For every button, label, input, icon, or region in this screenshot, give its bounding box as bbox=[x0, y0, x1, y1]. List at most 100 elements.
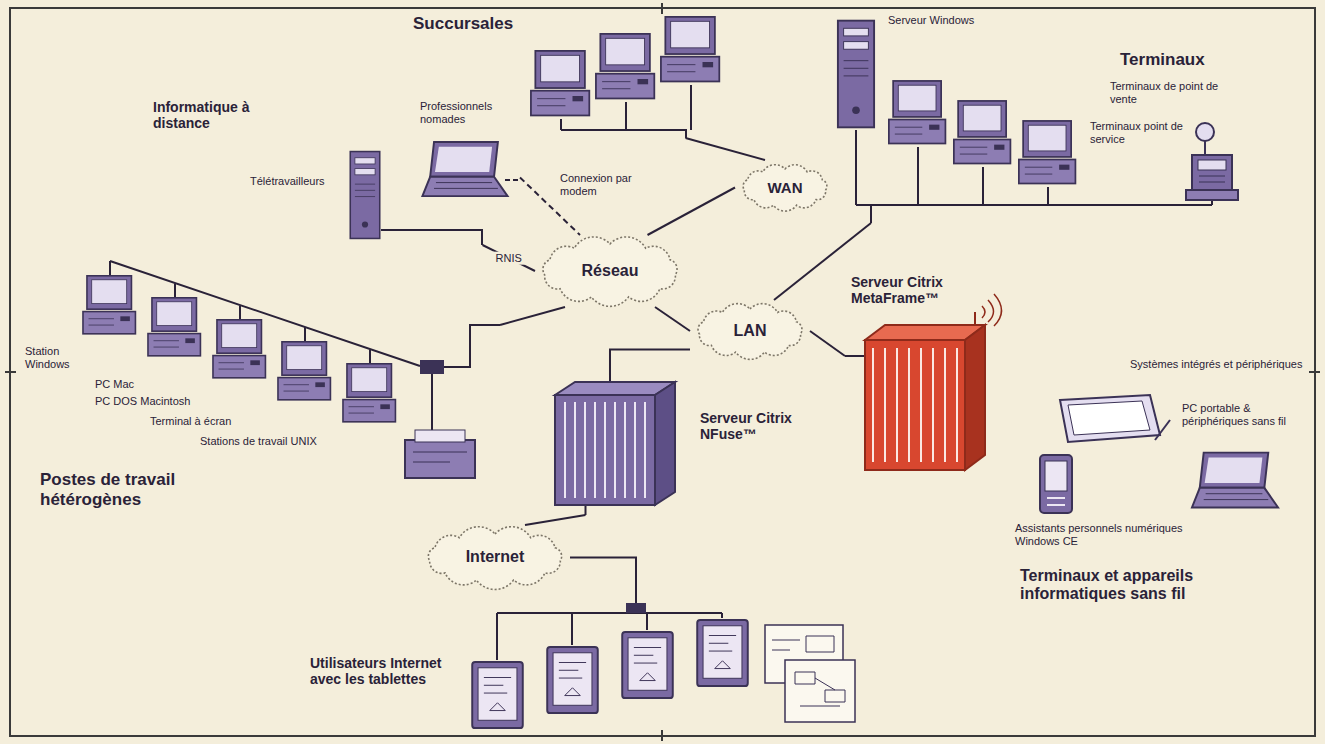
remote-computers-part bbox=[505, 179, 520, 181]
cloud-shape bbox=[698, 304, 802, 360]
internet-tablets-part bbox=[697, 620, 748, 686]
branch-computers-part bbox=[531, 51, 589, 116]
device-label-holder: Systèmes intégrés et périphériques bbox=[1130, 358, 1305, 371]
internet-tablets-part bbox=[497, 600, 722, 660]
group-heading: Postes de travail hétérogènes bbox=[40, 470, 240, 509]
wireless-devices-part bbox=[1047, 498, 1065, 505]
cloud-shape bbox=[543, 237, 677, 306]
workstation-computers-part bbox=[413, 452, 467, 462]
terminal-computers-part bbox=[1204, 141, 1206, 155]
group-heading: Informatique à distance bbox=[153, 99, 303, 131]
network-link bbox=[655, 307, 690, 331]
cloud-label: WAN bbox=[768, 179, 803, 196]
internet-tablets-part bbox=[626, 603, 646, 613]
workstation-computers-part bbox=[405, 440, 475, 478]
network-link bbox=[810, 331, 845, 356]
group-heading: Terminaux bbox=[1120, 50, 1230, 70]
terminal-computers-part bbox=[1019, 121, 1076, 184]
device-label: Assistants personnels numériques Windows… bbox=[1015, 522, 1215, 547]
wireless-devices-part bbox=[1040, 455, 1072, 513]
terminal-computers-part bbox=[1192, 155, 1232, 191]
group-heading: Utilisateurs Internet avec les tablettes bbox=[310, 655, 460, 687]
group-heading: Terminaux et appareils informatiques san… bbox=[1020, 567, 1300, 604]
device-label: PC DOS Macintosh bbox=[95, 395, 205, 408]
internet-tablets bbox=[472, 600, 855, 728]
network-link bbox=[570, 558, 636, 601]
link-label: Connexion par modem bbox=[560, 172, 640, 197]
network-cloud: Réseau bbox=[535, 235, 685, 307]
branch-computers-part bbox=[596, 34, 654, 99]
cloud-label: LAN bbox=[734, 322, 767, 340]
terminal-computers-part bbox=[1199, 176, 1225, 182]
wireless-group: Terminaux et appareils informatiques san… bbox=[1005, 345, 1315, 625]
server-group: Serveur Citrix NFuse™ bbox=[545, 375, 815, 515]
workstation-computers-part bbox=[278, 342, 330, 400]
cloud-label: Réseau bbox=[582, 262, 639, 280]
terminal-computers-part bbox=[838, 21, 874, 128]
metaframe-server-part bbox=[865, 340, 965, 470]
nfuse-server bbox=[555, 375, 675, 515]
device-label-holder: PC portable & périphériques sans fil bbox=[1182, 402, 1307, 427]
device-label: Station Windows bbox=[25, 345, 85, 370]
workstation-computers-part bbox=[110, 261, 500, 440]
device-label: Professionnels nomades bbox=[420, 100, 512, 125]
device-label: PC portable & périphériques sans fil bbox=[1182, 402, 1307, 427]
network-link bbox=[500, 307, 565, 325]
device-label: Serveur Windows bbox=[888, 14, 1008, 27]
device-label: Systèmes intégrés et périphériques bbox=[1130, 358, 1305, 371]
wireless-devices-part bbox=[1068, 401, 1150, 435]
group-heading: Serveur Citrix MetaFrame™ bbox=[851, 274, 991, 306]
cloud-shape bbox=[743, 165, 827, 211]
terminal-computers bbox=[838, 21, 1238, 223]
branch-computers-part bbox=[661, 17, 719, 82]
terminal-group: Terminaux bbox=[830, 8, 1240, 223]
cloud-shape bbox=[428, 527, 561, 590]
terminal-computers-part bbox=[954, 101, 1011, 164]
device-label-holder: Terminaux de point de vente bbox=[1110, 80, 1230, 105]
internet-tablets-part bbox=[795, 672, 845, 706]
network-cloud: Internet bbox=[420, 525, 570, 590]
workstation-computers-part bbox=[343, 364, 395, 422]
remote-computers-part bbox=[422, 142, 507, 196]
branch-computers bbox=[531, 17, 719, 138]
workstation-group: Postes de travail hétérogènes bbox=[20, 255, 500, 535]
workstation-computers-part bbox=[83, 276, 135, 334]
device-label-holder: Terminaux point de service bbox=[1090, 120, 1185, 145]
device-label-holder: PC Mac bbox=[95, 378, 175, 391]
device-label: Stations de travail UNIX bbox=[200, 435, 350, 448]
page-frame bbox=[5, 3, 1320, 741]
workstation-computers-part bbox=[420, 360, 444, 374]
device-label: Télétravailleurs bbox=[250, 175, 340, 188]
network-link bbox=[525, 515, 586, 525]
remote-computers bbox=[350, 142, 520, 245]
group-heading: Serveur Citrix NFuse™ bbox=[700, 410, 815, 442]
device-label-holder: Stations de travail UNIX bbox=[200, 435, 350, 448]
page-frame-part bbox=[10, 8, 1315, 736]
metaframe-server-part bbox=[873, 348, 957, 462]
remote-computers-part bbox=[350, 152, 379, 239]
device-label-holder: Station Windows bbox=[25, 345, 85, 370]
tablet-group: Utilisateurs Internet avec les tablettes bbox=[300, 600, 860, 732]
metaframe-server bbox=[845, 294, 1002, 470]
wireless-devices-part bbox=[1155, 420, 1170, 440]
nfuse-server-part bbox=[565, 402, 645, 498]
workstation-computers-part bbox=[213, 320, 265, 378]
device-label: Terminal à écran bbox=[150, 415, 260, 428]
device-label-holder: Télétravailleurs bbox=[250, 175, 340, 188]
page-frame-part bbox=[5, 3, 1320, 741]
link-label: RNIS bbox=[493, 252, 525, 265]
device-label: Terminaux de point de vente bbox=[1110, 80, 1230, 105]
network-link bbox=[686, 138, 766, 160]
wireless-devices-part bbox=[1045, 461, 1067, 491]
device-label-holder: PC DOS Macintosh bbox=[95, 395, 205, 408]
metaframe-server-part bbox=[965, 325, 985, 470]
device-label-holder: Terminal à écran bbox=[150, 415, 260, 428]
link-label-holder: RNIS bbox=[493, 252, 525, 265]
terminal-computers-part bbox=[889, 81, 946, 144]
device-label-holder: Assistants personnels numériques Windows… bbox=[1015, 522, 1215, 547]
nfuse-server-part bbox=[555, 395, 655, 505]
device-label: PC Mac bbox=[95, 378, 175, 391]
network-cloud: LAN bbox=[690, 300, 810, 362]
group-heading: Succursales bbox=[413, 14, 533, 34]
